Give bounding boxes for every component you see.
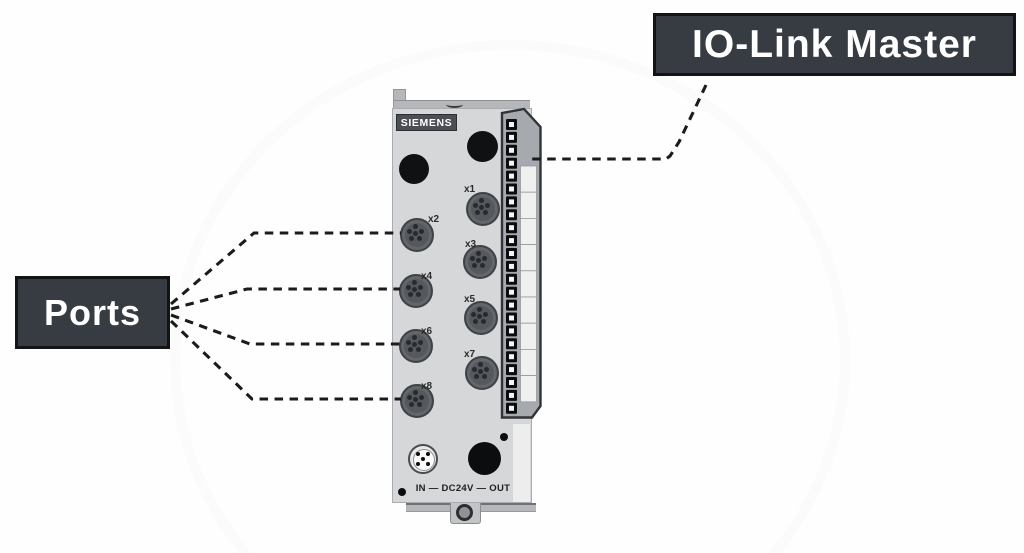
indicator-dot-bottom bbox=[398, 488, 406, 496]
port-pin-hole bbox=[417, 284, 423, 290]
port-pin-hole bbox=[481, 255, 487, 261]
device-top-notch bbox=[446, 101, 463, 108]
power-in-connector bbox=[408, 444, 438, 474]
port-x1 bbox=[466, 192, 500, 226]
mounting-screw bbox=[456, 504, 473, 521]
port-label-x3: x3 bbox=[465, 239, 477, 250]
port-pin-hole bbox=[480, 318, 486, 324]
siemens-logo: SIEMENS bbox=[396, 114, 457, 131]
port-pin-hole bbox=[416, 401, 422, 407]
power-out-connector bbox=[468, 442, 501, 475]
power-in-connector-face bbox=[413, 449, 435, 471]
port-label-x6: x6 bbox=[421, 326, 433, 337]
port-pin-hole bbox=[475, 250, 481, 256]
port-pin-hole bbox=[482, 209, 488, 215]
port-pin-hole bbox=[408, 235, 414, 241]
port-pin-hole bbox=[471, 262, 477, 268]
port-pin-hole bbox=[416, 235, 422, 241]
port-pin-hole bbox=[411, 334, 417, 340]
port-pin-hole bbox=[482, 311, 488, 317]
mounting-hole-top-right bbox=[467, 131, 498, 162]
port-pin-hole bbox=[415, 346, 421, 352]
port-label-x2: x2 bbox=[428, 214, 440, 225]
device-side-strip bbox=[513, 424, 530, 502]
port-pin-hole bbox=[473, 373, 479, 379]
port-pin-hole bbox=[471, 366, 477, 372]
port-x8 bbox=[400, 384, 434, 418]
port-pin-hole bbox=[472, 202, 478, 208]
port-pin-hole bbox=[408, 401, 414, 407]
port-pin-hole bbox=[470, 311, 476, 317]
port-pin-hole bbox=[411, 341, 417, 347]
port-label-x4: x4 bbox=[421, 271, 433, 282]
port-pin-hole bbox=[477, 368, 483, 374]
port-x4 bbox=[399, 274, 433, 308]
port-pin-hole bbox=[478, 197, 484, 203]
mounting-hole-top-left bbox=[399, 154, 429, 184]
port-pin-hole bbox=[412, 389, 418, 395]
port-pin-hole bbox=[417, 339, 423, 345]
port-pin-hole bbox=[405, 284, 411, 290]
port-pin-hole bbox=[477, 361, 483, 367]
port-pin-hole bbox=[412, 230, 418, 236]
port-pin-hole bbox=[407, 291, 413, 297]
port-label-x8: x8 bbox=[421, 381, 433, 392]
port-pin-hole bbox=[481, 373, 487, 379]
port-x2 bbox=[400, 218, 434, 252]
port-pin-hole bbox=[418, 228, 424, 234]
port-pin-hole bbox=[411, 286, 417, 292]
port-pin-hole bbox=[472, 318, 478, 324]
port-pin-hole bbox=[483, 366, 489, 372]
port-pin-hole bbox=[469, 255, 475, 261]
power-pin bbox=[426, 452, 430, 456]
port-label-x7: x7 bbox=[464, 349, 476, 360]
port-x5 bbox=[464, 301, 498, 335]
io-link-master-label: IO-Link Master bbox=[653, 13, 1016, 76]
power-label: IN — DC24V — OUT bbox=[415, 483, 511, 494]
port-pin-hole bbox=[475, 257, 481, 263]
port-pin-hole bbox=[415, 291, 421, 297]
port-pin-hole bbox=[405, 339, 411, 345]
power-pin bbox=[426, 462, 430, 466]
port-pin-hole bbox=[406, 394, 412, 400]
port-pin-hole bbox=[411, 279, 417, 285]
port-x7 bbox=[465, 356, 499, 390]
port-pin-hole bbox=[407, 346, 413, 352]
port-label-x5: x5 bbox=[464, 294, 476, 305]
indicator-dot-top bbox=[500, 433, 508, 441]
power-pin bbox=[421, 457, 425, 461]
port-pin-hole bbox=[418, 394, 424, 400]
port-pin-hole bbox=[476, 313, 482, 319]
port-pin-hole bbox=[476, 306, 482, 312]
power-pin bbox=[416, 452, 420, 456]
port-pin-hole bbox=[478, 204, 484, 210]
port-pin-hole bbox=[484, 202, 490, 208]
port-pin-hole bbox=[406, 228, 412, 234]
port-pin-hole bbox=[412, 396, 418, 402]
port-pin-hole bbox=[474, 209, 480, 215]
port-x3 bbox=[463, 245, 497, 279]
power-pin bbox=[416, 462, 420, 466]
port-label-x1: x1 bbox=[464, 184, 476, 195]
port-pin-hole bbox=[412, 223, 418, 229]
port-pin-hole bbox=[479, 262, 485, 268]
ports-label: Ports bbox=[15, 276, 170, 349]
